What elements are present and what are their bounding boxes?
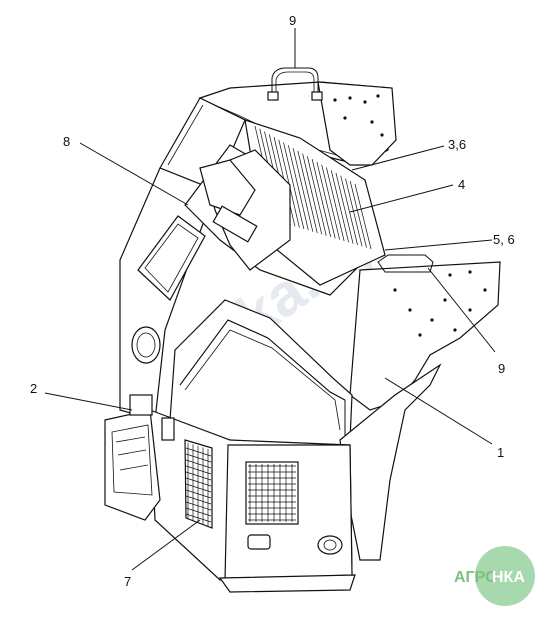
callout-2: 2 bbox=[30, 381, 37, 396]
callout-5-6: 5, 6 bbox=[493, 232, 515, 247]
logo-text-right: НКА bbox=[492, 569, 525, 586]
agronika-logo: АГРО НКА bbox=[454, 546, 535, 606]
callout-4: 4 bbox=[458, 177, 465, 192]
callout-9-top: 9 bbox=[289, 13, 296, 28]
front-mesh bbox=[248, 464, 296, 522]
callout-labels: 9 3,6 8 4 5, 6 9 2 1 7 bbox=[30, 13, 515, 589]
callout-9-right: 9 bbox=[498, 361, 505, 376]
callout-8: 8 bbox=[63, 134, 70, 149]
mounting-holes bbox=[333, 94, 487, 337]
logo-text-left: АГРО bbox=[454, 569, 498, 586]
callout-7: 7 bbox=[124, 574, 131, 589]
callout-1: 1 bbox=[497, 445, 504, 460]
leader-lines bbox=[44, 28, 496, 571]
side-mesh bbox=[185, 442, 212, 527]
callout-3-6: 3,6 bbox=[448, 137, 466, 152]
cabin-body bbox=[104, 67, 501, 593]
